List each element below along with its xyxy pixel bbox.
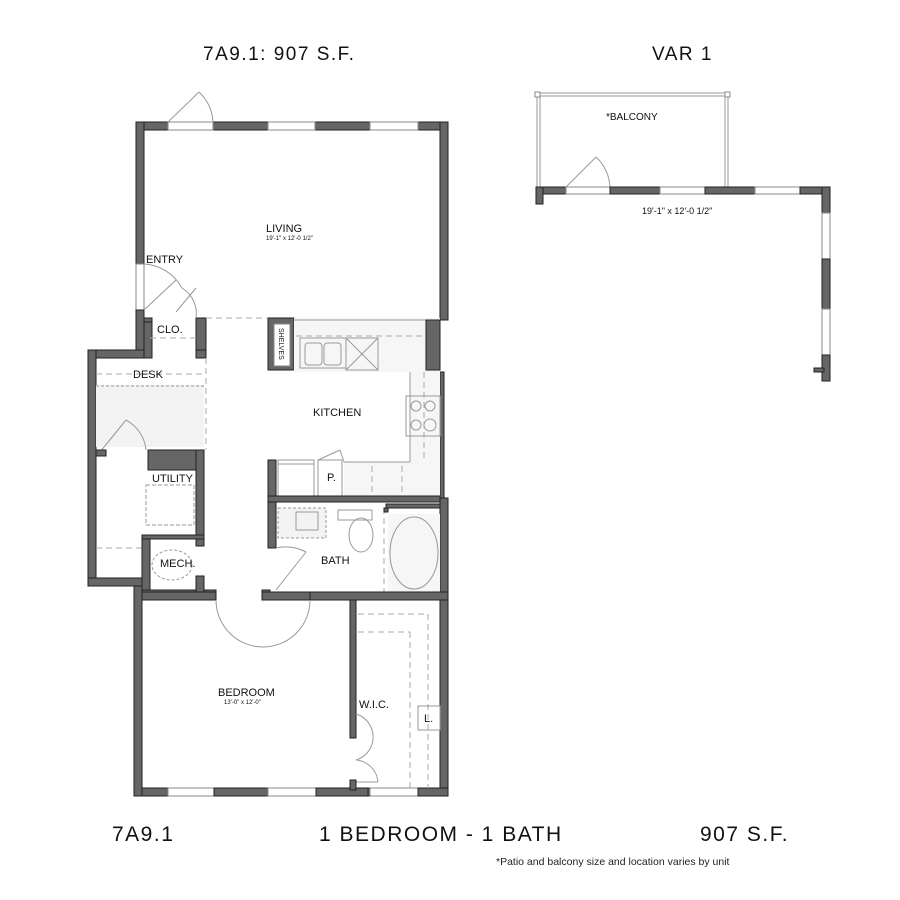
unit-code: 7A9.1 — [112, 823, 175, 846]
linen-label: L. — [424, 713, 433, 725]
entry-label: ENTRY — [146, 254, 184, 266]
mech-label: MECH. — [160, 558, 195, 570]
unit-type: 1 BEDROOM - 1 BATH — [319, 823, 563, 846]
exterior-walls — [87, 121, 449, 797]
desk-label: DESK — [133, 369, 164, 381]
desk-area — [96, 349, 207, 453]
wic-label: W.I.C. — [359, 699, 389, 711]
bath — [261, 501, 449, 601]
utility-label: UTILITY — [152, 473, 194, 485]
shelves: SHELVES — [267, 317, 295, 371]
top-door[interactable] — [167, 91, 214, 131]
square-feet: 907 S.F. — [700, 823, 790, 846]
kitchen-counters — [206, 317, 441, 541]
entry-door[interactable] — [143, 263, 183, 311]
bedroom-dims: 13'-0" x 12'-0" — [224, 700, 261, 706]
bath-label: BATH — [321, 555, 350, 567]
pantry-label: P. — [327, 472, 336, 484]
bedroom — [141, 591, 441, 791]
closet-label: CLO. — [157, 324, 183, 336]
closet — [143, 287, 207, 359]
balcony-plan: *BALCONY 19'-1" x 12'-0 1/2" — [534, 91, 831, 382]
kitchen-label: KITCHEN — [313, 407, 361, 419]
balcony-label: *BALCONY — [606, 112, 658, 123]
footnote: *Patio and balcony size and location var… — [496, 856, 730, 868]
living-dims: 19'-1" x 12'-0 1/2" — [266, 236, 313, 242]
variant-title: VAR 1 — [652, 44, 714, 65]
unit-title: 7A9.1: 907 S.F. — [203, 44, 356, 65]
balcony-dims: 19'-1" x 12'-0 1/2" — [642, 206, 712, 216]
bedroom-label: BEDROOM — [218, 687, 275, 699]
shelves-label: SHELVES — [277, 328, 284, 360]
living-label: LIVING — [266, 223, 302, 235]
